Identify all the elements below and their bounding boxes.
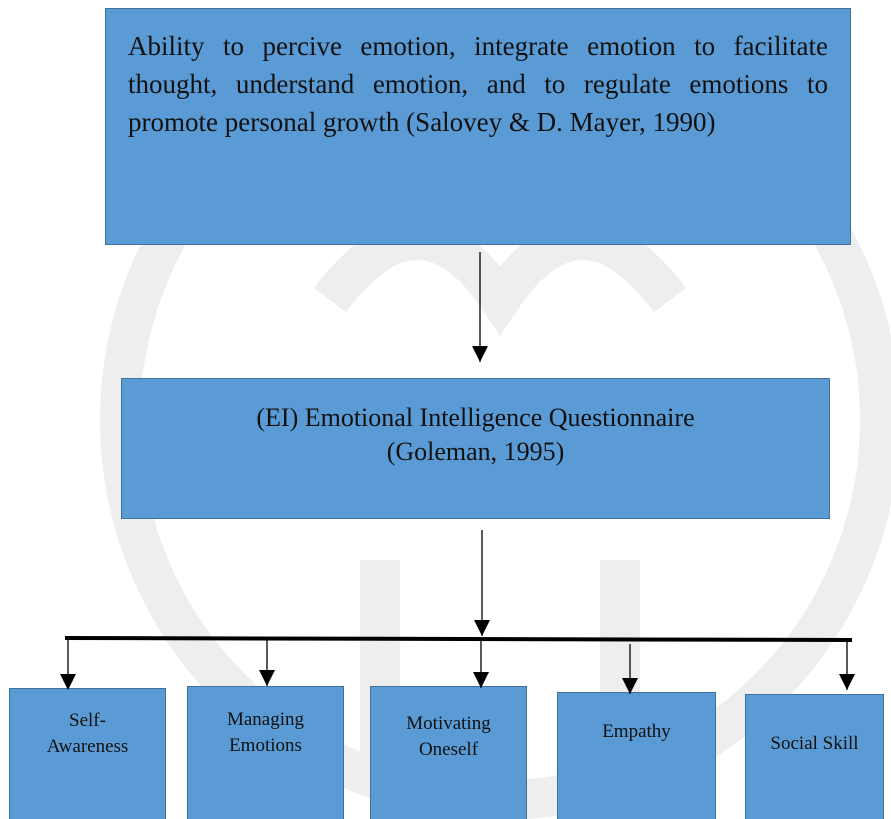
definition-text: Ability to percive emotion, integrate em…	[128, 31, 828, 137]
component-box-social-skill: Social Skill	[745, 694, 884, 819]
questionnaire-citation: (Goleman, 1995)	[386, 437, 565, 466]
component-label: Awareness	[46, 736, 129, 757]
component-box-self-awareness: Self- Awareness	[9, 688, 166, 819]
component-box-managing-emotions: Managing Emotions	[187, 686, 344, 819]
arrowhead-icon	[839, 674, 855, 690]
arrowhead-icon	[474, 620, 490, 636]
distribution-bar	[64, 636, 853, 642]
component-label: Managing	[226, 709, 305, 730]
component-box-motivating-oneself: Motivating Oneself	[370, 686, 527, 819]
component-label: Empathy	[602, 721, 671, 742]
component-label: Self-	[69, 710, 106, 731]
component-label: Motivating	[406, 713, 491, 734]
arrowhead-icon	[259, 670, 275, 686]
component-label: Oneself	[418, 739, 479, 760]
questionnaire-box: (EI) Emotional Intelligence Questionnair…	[121, 378, 830, 519]
component-label: Emotions	[229, 735, 302, 756]
questionnaire-title: (EI) Emotional Intelligence Questionnair…	[256, 403, 695, 432]
definition-box: Ability to percive emotion, integrate em…	[105, 8, 851, 245]
arrowhead-icon	[472, 346, 488, 362]
component-box-empathy: Empathy	[557, 692, 716, 819]
component-label: Social Skill	[770, 733, 859, 754]
